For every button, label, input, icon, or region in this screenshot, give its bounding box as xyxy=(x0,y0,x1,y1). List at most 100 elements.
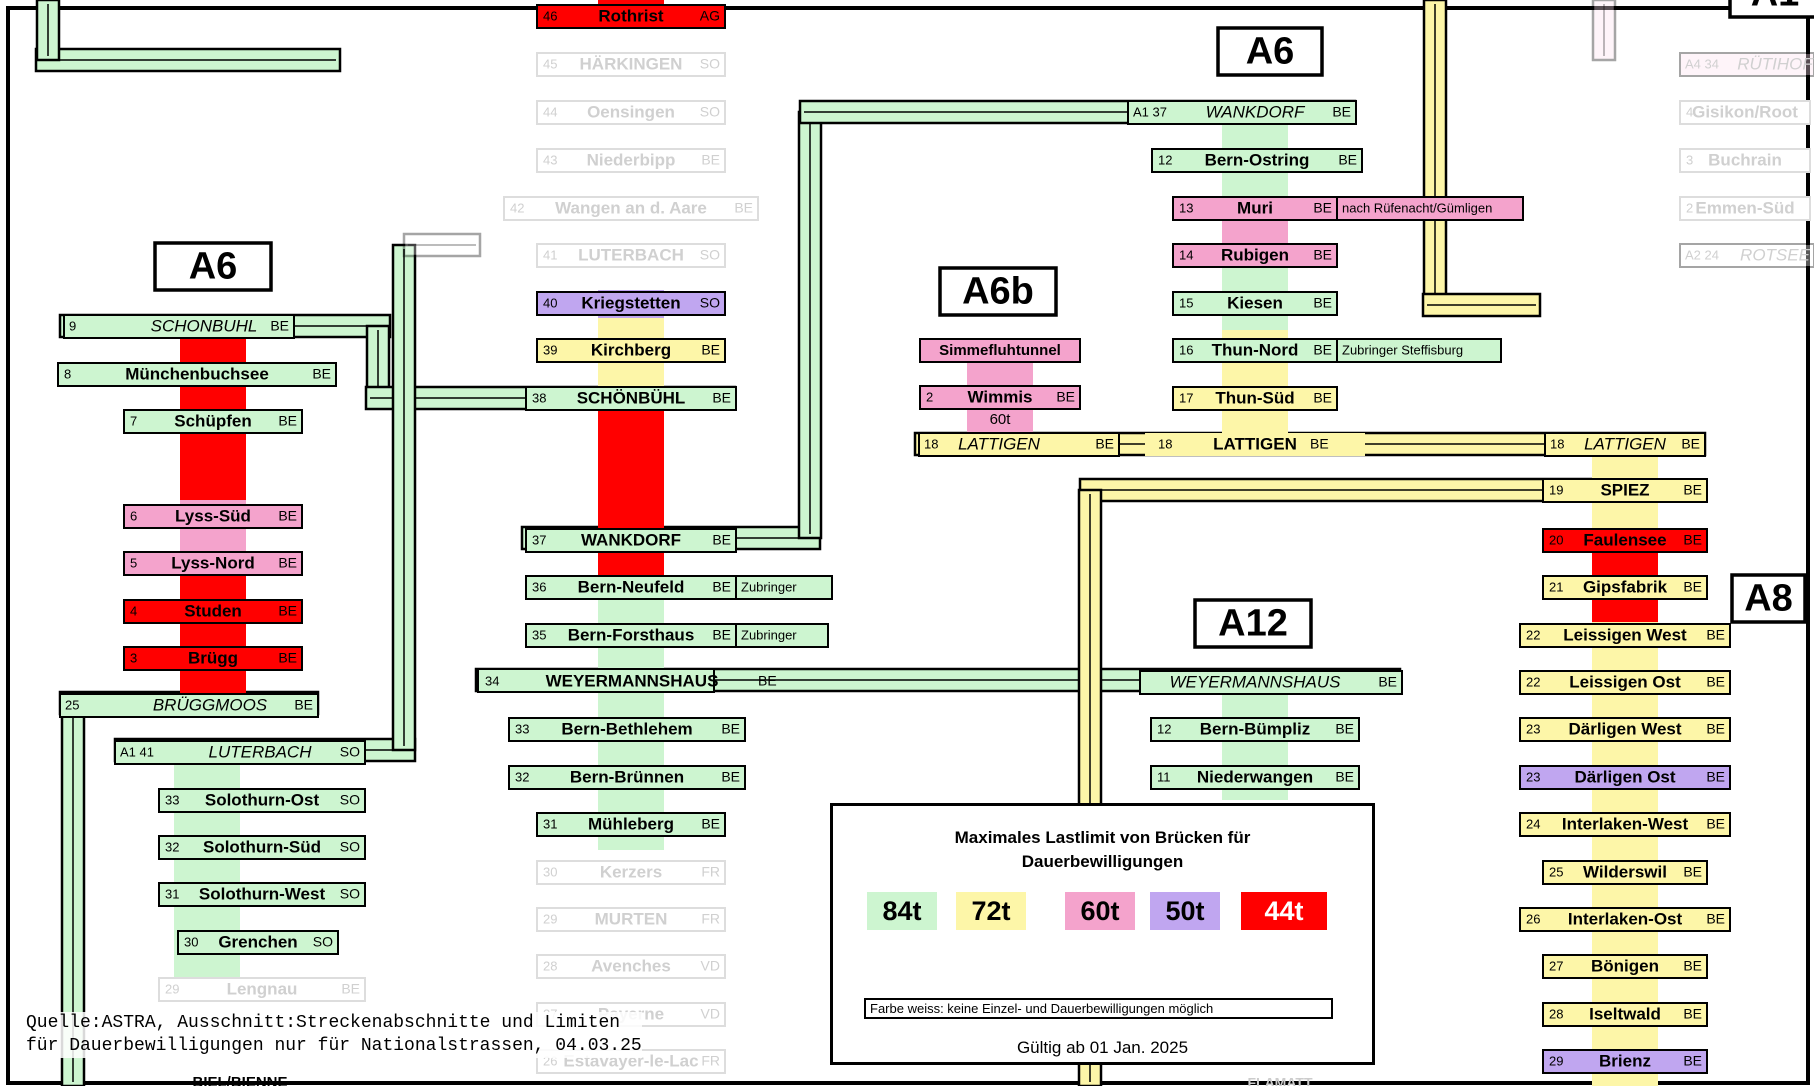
a1-station-3-number: 43 xyxy=(543,152,557,167)
route-label-a1-partial-box xyxy=(1728,0,1814,19)
junction-wankdorf-a6-label: WANKDORF xyxy=(1206,102,1306,121)
a1-station-3-canton: BE xyxy=(701,152,720,168)
a1-station-17-box xyxy=(536,907,726,932)
a6w-station-4-canton: BE xyxy=(278,603,297,619)
a8-station-8-label: Wilderswil xyxy=(1583,862,1667,881)
a8-station-0-canton: BE xyxy=(1683,482,1702,498)
a1-station-0-box xyxy=(536,4,726,29)
a6n-station-2-label: Rubigen xyxy=(1221,245,1289,264)
a1-station-5-canton: SO xyxy=(700,247,720,263)
a12-station-1-canton: BE xyxy=(1335,769,1354,785)
a1-station-17-canton: FR xyxy=(701,911,720,927)
a1-station-7-number: 39 xyxy=(543,342,557,357)
a1-station-5-number: 41 xyxy=(543,247,557,262)
legend-swatch-84t: 84t xyxy=(867,892,937,930)
a6n-station-3-canton: BE xyxy=(1313,295,1332,311)
spine-a1-bern xyxy=(598,575,664,850)
a8-station-4-label: Leissigen Ost xyxy=(1569,672,1681,691)
junction-bruggmoos-label: BRÜGGMOOS xyxy=(153,695,268,714)
legend-title-line2: Dauerbewilligungen xyxy=(1021,852,1184,871)
a1-station-6-label: Kriegstetten xyxy=(581,293,680,312)
a8-station-2-label: Gipsfabrik xyxy=(1583,577,1668,596)
a6n-lattigen-label: LATTIGEN xyxy=(1213,434,1297,453)
a1-station-10-canton: BE xyxy=(712,579,731,595)
junction-weyermannshaus-a12-box xyxy=(1139,670,1403,695)
a8-station-0-label: SPIEZ xyxy=(1600,480,1649,499)
a6n-station-0-box xyxy=(1151,148,1363,173)
a6n-station-1-canton: BE xyxy=(1313,200,1332,216)
junction-luterbach-label: LUTERBACH xyxy=(209,742,313,761)
a6b-wimmis-limit: 60t xyxy=(990,411,1012,428)
a2-station-2-number: 2 xyxy=(1686,200,1693,215)
a5-station-3-box xyxy=(177,930,339,955)
junction-lattigen-a8-label: LATTIGEN xyxy=(1584,434,1667,453)
a6w-station-0-label: Münchenbuchsee xyxy=(125,364,269,383)
a6w-station-3-number: 5 xyxy=(130,555,137,570)
junction-schonbuhl-box xyxy=(63,314,295,339)
a6w-station-4-number: 4 xyxy=(130,603,137,618)
a2-station-1-label: Buchrain xyxy=(1708,150,1782,169)
a1-station-15-canton: BE xyxy=(701,816,720,832)
a1-station-14-canton: BE xyxy=(721,769,740,785)
junction-rutihof-number: A4 34 xyxy=(1685,56,1719,71)
a8-station-12-label: Brienz xyxy=(1599,1051,1651,1070)
junction-schonbuhl-canton: BE xyxy=(270,318,289,334)
a1-station-19-canton: VD xyxy=(701,1006,720,1022)
a8-station-3-number: 22 xyxy=(1526,627,1540,642)
a5-station-2-label: Solothurn-West xyxy=(199,884,326,903)
a1-station-13-number: 33 xyxy=(515,721,529,736)
a1-station-18-number: 28 xyxy=(543,958,557,973)
a1-station-4-canton: BE xyxy=(734,200,753,216)
a6n-lattigen-box xyxy=(1145,433,1365,456)
a8-station-11-box xyxy=(1542,1002,1708,1027)
source-caption: Quelle:ASTRA, Ausschnitt:Streckenabschni… xyxy=(26,1012,642,1058)
a1-station-11-number: 35 xyxy=(532,627,546,642)
a5-station-3-label: Grenchen xyxy=(218,932,297,951)
a1-station-18-canton: VD xyxy=(701,958,720,974)
a1-station-15-label: Mühleberg xyxy=(588,814,674,833)
a8-station-3-label: Leissigen West xyxy=(1563,625,1687,644)
a6n-station-1-number: 13 xyxy=(1179,200,1193,215)
a8-station-8-number: 25 xyxy=(1549,864,1563,879)
a6w-station-5-canton: BE xyxy=(278,650,297,666)
source-line1: Quelle:ASTRA, Ausschnitt:Streckenabschni… xyxy=(26,1013,621,1033)
route-label-a6b-box xyxy=(938,266,1058,317)
a6n-station-0-number: 12 xyxy=(1158,152,1172,167)
a2-station-1-number: 3 xyxy=(1686,152,1693,167)
a8-station-1-label: Faulensee xyxy=(1583,530,1666,549)
a1-station-16-canton: FR xyxy=(701,864,720,880)
a8-station-7-label: Interlaken-West xyxy=(1562,814,1689,833)
junction-rotsee-box xyxy=(1679,243,1814,268)
a6n-station-4-label: Thun-Nord xyxy=(1212,340,1299,359)
a1-station-6-canton: SO xyxy=(700,295,720,311)
a6w-station-4-box xyxy=(123,599,303,624)
a1-station-2-canton: SO xyxy=(700,104,720,120)
a12-station-1-box xyxy=(1150,765,1360,790)
a8-station-5-box xyxy=(1519,717,1731,742)
a1-station-4-number: 42 xyxy=(510,200,524,215)
a8-station-0-number: 19 xyxy=(1549,482,1563,497)
junction-luterbach-box xyxy=(114,740,366,765)
a5-station-4-label: Lengnau xyxy=(227,979,298,998)
a1-station-20-canton: FR xyxy=(701,1053,720,1069)
junction-schonbuhl-number: 9 xyxy=(69,318,76,333)
a1-station-11-canton: BE xyxy=(712,627,731,643)
junction-weyermannshaus-a12-label: WEYERMANNSHAUS xyxy=(1170,672,1342,691)
a8-station-12-number: 29 xyxy=(1549,1053,1563,1068)
a6n-station-0-canton: BE xyxy=(1338,152,1357,168)
a1-station-weyermannshaus-box xyxy=(477,668,715,693)
a8-station-11-canton: BE xyxy=(1683,1006,1702,1022)
a8-station-11-number: 28 xyxy=(1549,1006,1563,1021)
a1-station-0-number: 46 xyxy=(543,8,557,23)
spine-a1-schonbuhl-wankdorf xyxy=(598,398,664,540)
legend-swatch-72t: 72t xyxy=(956,892,1026,930)
a6n-station-3-number: 15 xyxy=(1179,295,1193,310)
a5-station-1-number: 32 xyxy=(165,839,179,854)
a6w-station-3-box xyxy=(123,551,303,576)
a8-station-9-box xyxy=(1519,907,1731,932)
a1-station-7-label: Kirchberg xyxy=(591,340,671,359)
a1-station-5-label: LUTERBACH xyxy=(578,245,684,264)
a12-station-0-canton: BE xyxy=(1335,721,1354,737)
a6w-station-0-number: 8 xyxy=(64,366,71,381)
